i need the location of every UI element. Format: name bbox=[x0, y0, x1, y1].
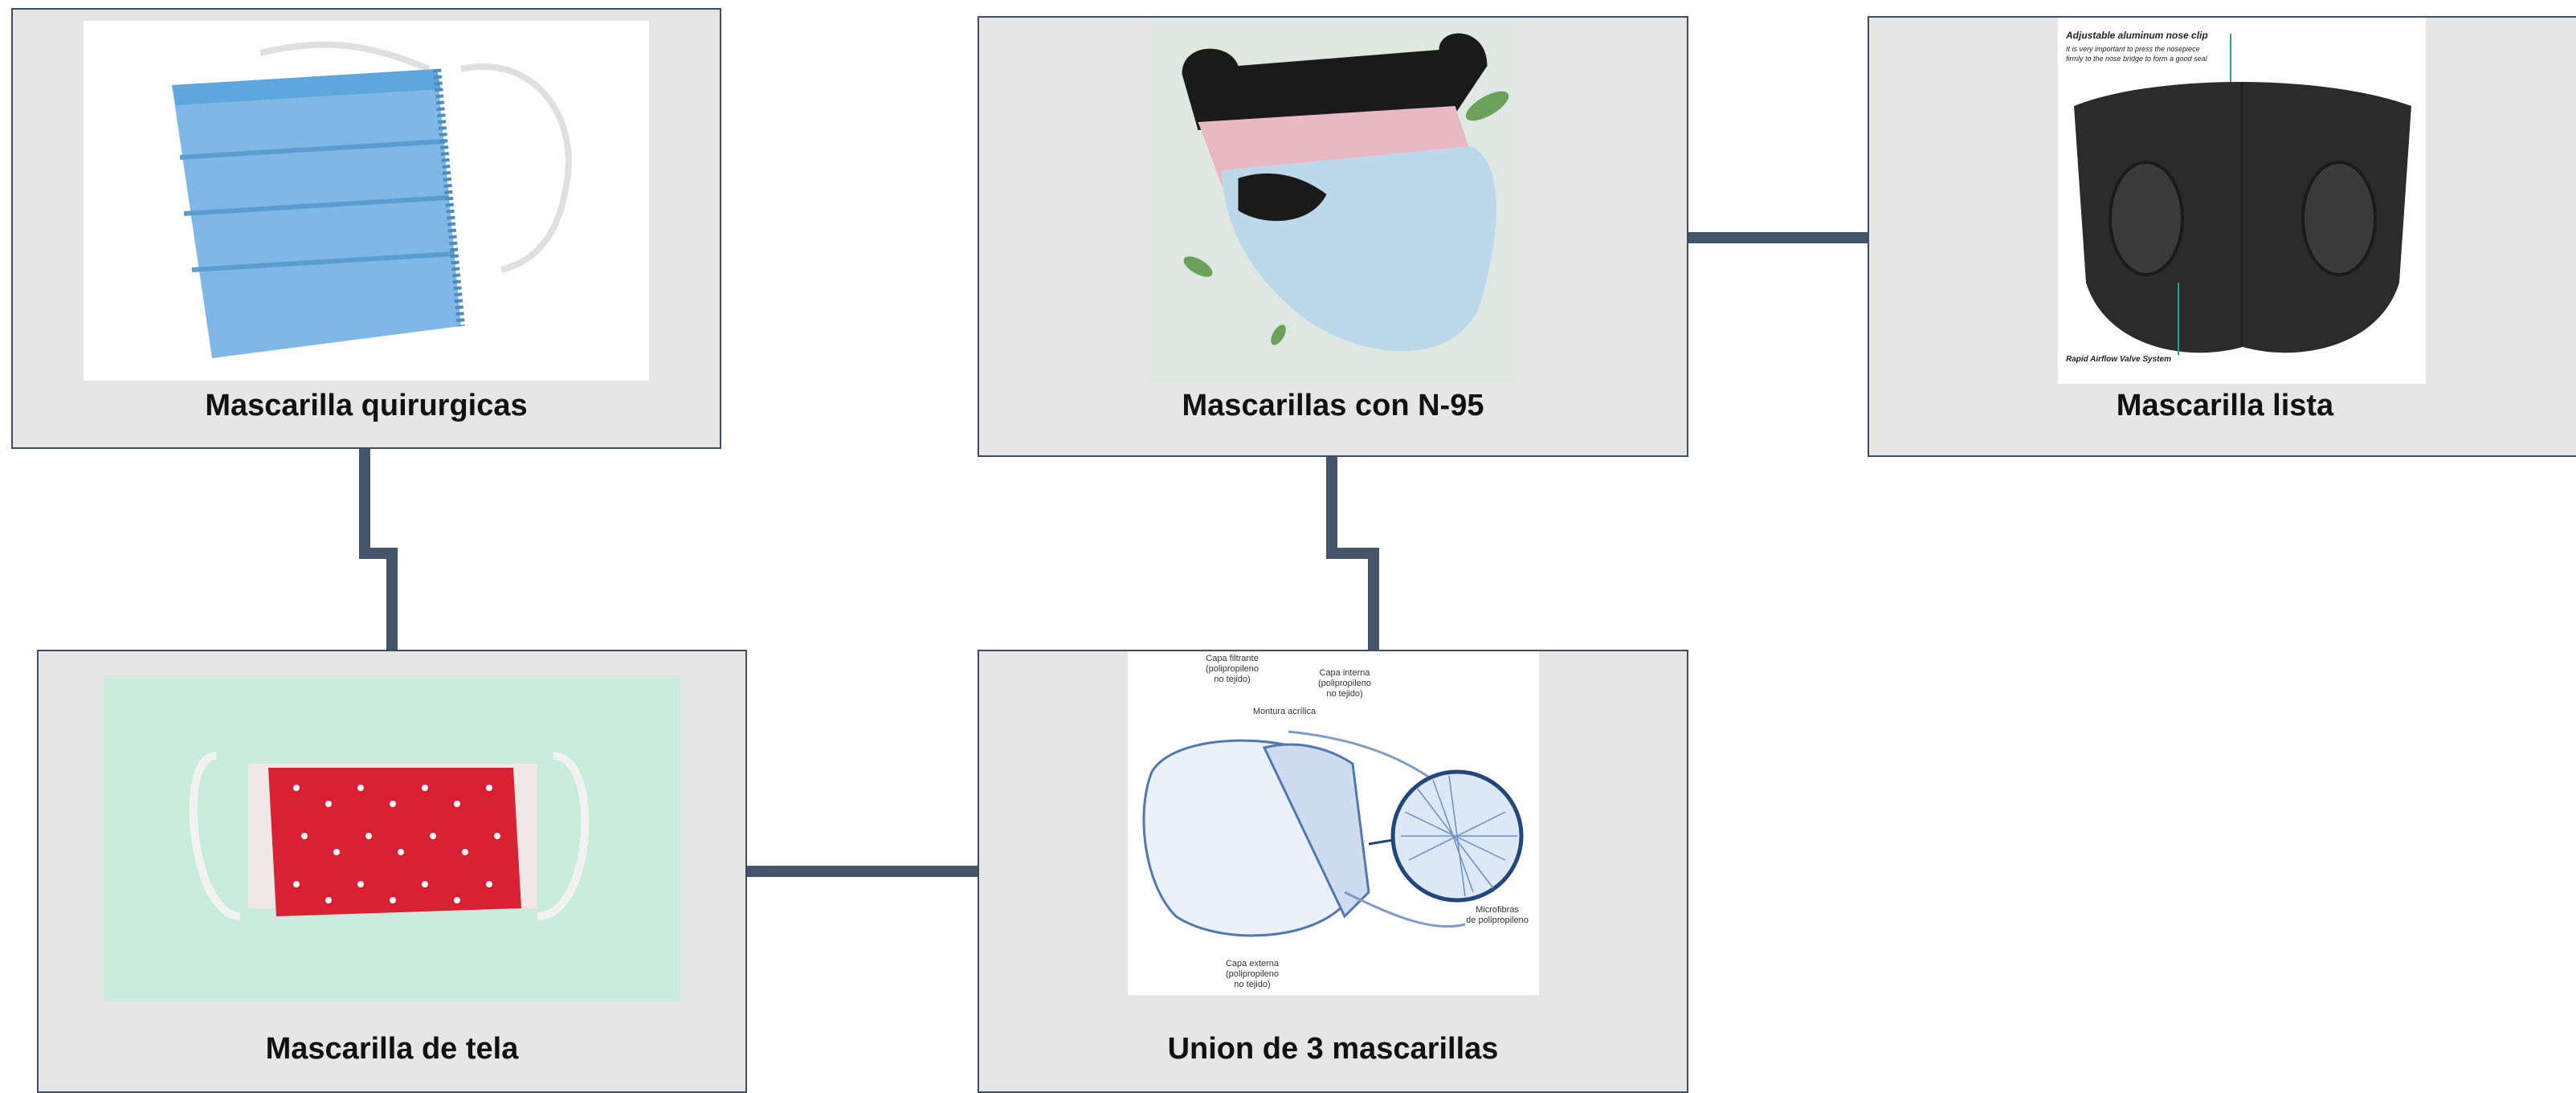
lista-mask-image: Adjustable aluminum nose clip It is very… bbox=[2058, 18, 2426, 384]
node-surgical-mask[interactable]: Mascarilla quirurgicas bbox=[11, 8, 721, 449]
cloth-mask-image bbox=[104, 675, 680, 1001]
surgical-mask-image bbox=[84, 21, 649, 381]
node-label: Mascarilla de tela bbox=[39, 1032, 745, 1066]
node-cloth-mask[interactable]: Mascarilla de tela bbox=[37, 650, 747, 1093]
svg-text:no tejido): no tejido) bbox=[1234, 980, 1270, 989]
n95-mask-image bbox=[1149, 18, 1517, 385]
annotation-valve: Rapid Airflow Valve System bbox=[2066, 355, 2171, 364]
svg-text:(polipropileno: (polipropileno bbox=[1317, 679, 1370, 688]
svg-text:It is very important to press: It is very important to press the nosepi… bbox=[2066, 45, 2200, 53]
node-label: Mascarilla quirurgicas bbox=[13, 389, 720, 423]
svg-text:(polipropileno: (polipropileno bbox=[1225, 969, 1278, 979]
svg-text:firmly to the nose bridge to f: firmly to the nose bridge to form a good… bbox=[2066, 55, 2208, 63]
connector-n95-lista bbox=[1687, 232, 1868, 243]
node-label: Union de 3 mascarillas bbox=[979, 1032, 1687, 1066]
svg-text:Capa interna: Capa interna bbox=[1319, 668, 1370, 678]
node-n95-mask[interactable]: Mascarillas con N-95 bbox=[978, 16, 1688, 457]
svg-text:Capa externa: Capa externa bbox=[1225, 959, 1279, 969]
svg-text:Montura acrílica: Montura acrílica bbox=[1252, 707, 1316, 716]
connector-surgical-tela-c bbox=[386, 548, 398, 650]
node-label: Mascarilla lista bbox=[1869, 389, 2576, 423]
svg-text:de polipropileno: de polipropileno bbox=[1466, 916, 1529, 925]
svg-text:(polipropileno: (polipropileno bbox=[1205, 664, 1258, 674]
connector-surgical-tela-a bbox=[359, 447, 370, 553]
svg-text:Capa filtrante: Capa filtrante bbox=[1206, 654, 1258, 663]
svg-text:no tejido): no tejido) bbox=[1326, 689, 1362, 699]
annotation-nose-clip: Adjustable aluminum nose clip bbox=[2065, 30, 2208, 41]
connector-n95-union-a bbox=[1326, 455, 1337, 553]
union-mask-image: Capa filtrante (polipropileno no tejido)… bbox=[1128, 651, 1539, 995]
svg-text:Microfibras: Microfibras bbox=[1476, 905, 1519, 915]
node-label: Mascarillas con N-95 bbox=[979, 389, 1687, 423]
svg-text:no tejido): no tejido) bbox=[1214, 675, 1250, 684]
node-union-mask[interactable]: Capa filtrante (polipropileno no tejido)… bbox=[978, 650, 1688, 1093]
connector-n95-union-c bbox=[1368, 548, 1379, 650]
connector-tela-union bbox=[746, 866, 979, 877]
node-lista-mask[interactable]: Adjustable aluminum nose clip It is very… bbox=[1868, 16, 2576, 457]
